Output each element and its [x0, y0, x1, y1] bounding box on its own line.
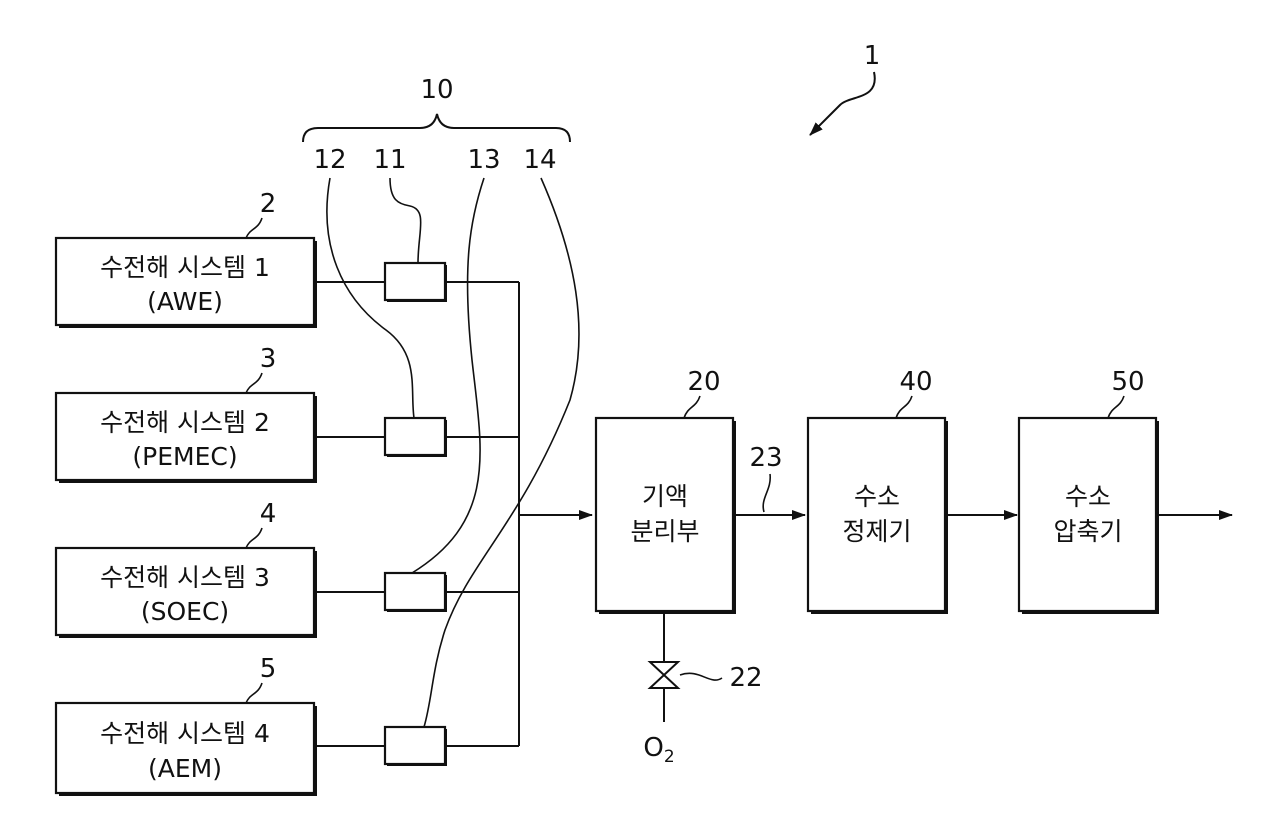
purifier-leader: [896, 396, 912, 418]
sensor-14-leader: [424, 178, 579, 727]
separator-ref: 20: [687, 367, 720, 397]
electrolyzer-2-type: (PEMEC): [132, 442, 237, 471]
electrolyzer-1-leader: [246, 218, 262, 238]
sensor-group-ref-label: 10: [420, 75, 453, 105]
system-ref-leader-arrow: [810, 72, 875, 135]
electrolyzer-1-type: (AWE): [147, 287, 223, 316]
oxygen-label: O2: [643, 733, 674, 767]
electrolyzer-box-2: 수전해 시스템 2 (PEMEC): [56, 393, 317, 483]
electrolyzer-box-3: 수전해 시스템 3 (SOEC): [56, 548, 317, 638]
sensor-14: [385, 727, 447, 766]
electrolyzer-box-4: 수전해 시스템 4 (AEM): [56, 703, 317, 796]
electrolyzer-2-leader: [246, 373, 262, 393]
compressor-label-line1: 수소: [1065, 482, 1111, 511]
electrolyzer-1-ref: 2: [260, 189, 277, 219]
sensor-12: [385, 418, 447, 457]
outlet-line-leader: [763, 474, 770, 512]
sensor-13-leader: [412, 178, 484, 573]
sensor-11-leader: [390, 178, 421, 263]
electrolyzer-3-name: 수전해 시스템 3: [100, 563, 270, 592]
electrolyzer-4-leader: [246, 683, 262, 703]
drain-valve-icon: [650, 662, 678, 688]
purifier-ref: 40: [899, 367, 932, 397]
electrolyzer-2-name: 수전해 시스템 2: [100, 408, 270, 437]
sensor-group-brace: [303, 114, 570, 142]
separator-label-line2: 분리부: [630, 517, 699, 546]
purifier-label-line2: 정제기: [842, 517, 911, 546]
compressor-leader: [1108, 396, 1124, 418]
compressor-ref: 50: [1111, 367, 1144, 397]
sensor-ref-11: 11: [373, 145, 406, 175]
separator-leader: [684, 396, 700, 418]
sensor-11: [385, 263, 447, 302]
hydrogen-purifier-box: 수소 정제기: [808, 418, 948, 614]
electrolyzer-3-ref: 4: [260, 499, 277, 529]
system-ref-label: 1: [864, 41, 881, 71]
sensor-ref-12: 12: [313, 145, 346, 175]
gas-liquid-separator-box: 기액 분리부: [596, 418, 736, 614]
electrolyzer-3-type: (SOEC): [141, 597, 229, 626]
separator-label-line1: 기액: [642, 482, 688, 511]
electrolyzer-4-ref: 5: [260, 654, 277, 684]
electrolyzer-4-name: 수전해 시스템 4: [100, 719, 270, 748]
sensor-ref-14: 14: [523, 145, 556, 175]
purifier-label-line1: 수소: [854, 482, 900, 511]
electrolyzer-4-type: (AEM): [148, 754, 222, 783]
electrolyzer-1-name: 수전해 시스템 1: [100, 253, 270, 282]
sensor-13: [385, 573, 447, 612]
valve-ref: 22: [729, 663, 762, 693]
electrolyzer-2-ref: 3: [260, 344, 277, 374]
compressor-label-line2: 압축기: [1053, 517, 1122, 546]
valve-leader: [680, 673, 722, 680]
outlet-line-ref: 23: [749, 443, 782, 473]
electrolyzer-3-leader: [246, 528, 262, 548]
sensor-ref-13: 13: [467, 145, 500, 175]
electrolyzer-box-1: 수전해 시스템 1 (AWE): [56, 238, 317, 328]
hydrogen-compressor-box: 수소 압축기: [1019, 418, 1159, 614]
